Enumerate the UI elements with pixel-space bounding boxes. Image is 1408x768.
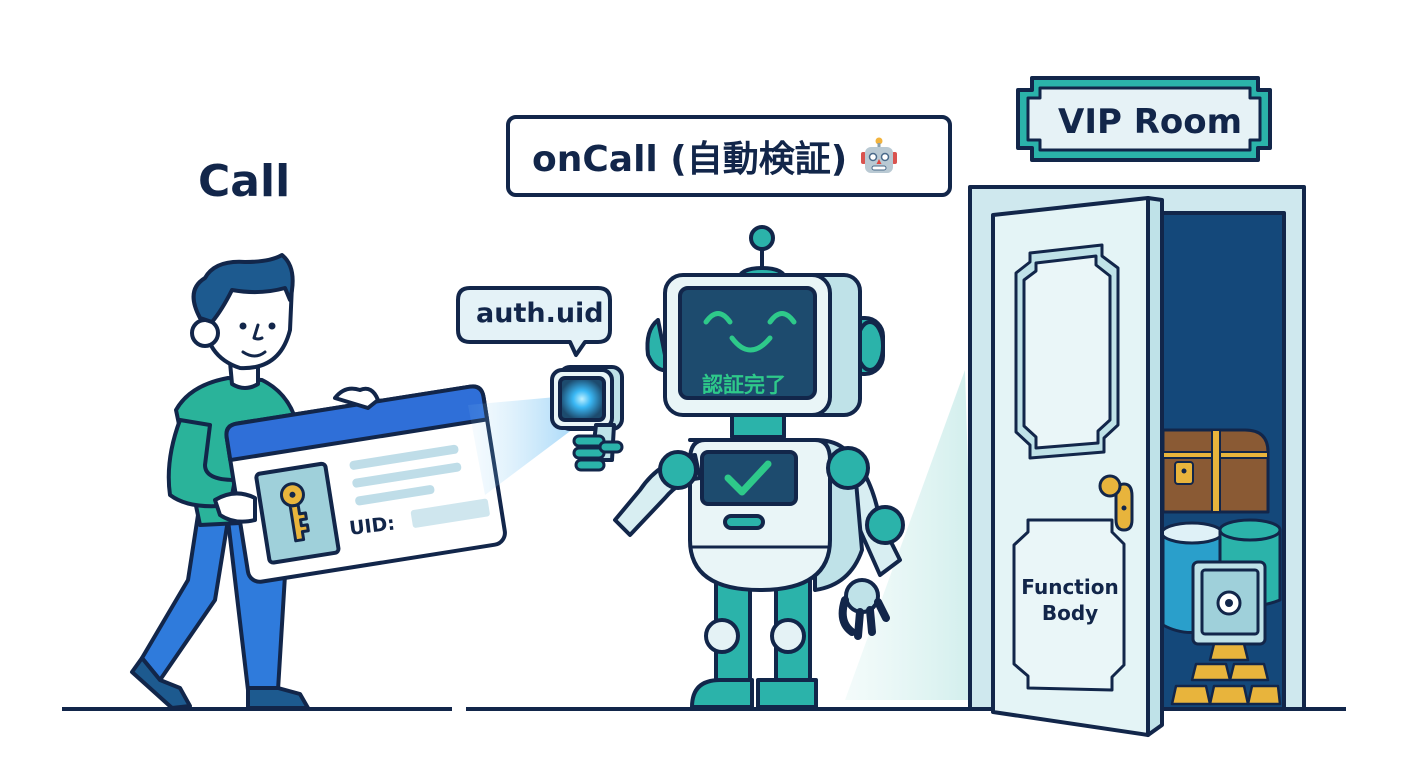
oncall-title: onCall (自動検証) (532, 139, 848, 180)
vip-room-sign (1016, 76, 1272, 162)
door-knob-icon (1098, 474, 1134, 532)
open-door (991, 196, 1164, 737)
robot-figure (550, 225, 905, 709)
light-beam (845, 370, 975, 700)
speech-bubble (456, 286, 612, 357)
checkmark-icon (724, 460, 772, 496)
safe-icon (1191, 560, 1267, 646)
treasure-chest-icon (1161, 428, 1270, 514)
auth-uid-label: auth.uid (476, 298, 604, 329)
key-icon (279, 482, 310, 543)
robot-screen-text: 認証完了 (702, 373, 786, 397)
gold-bars-icon (1170, 642, 1282, 706)
vault-contents (1160, 428, 1282, 706)
oncall-title-box: onCall (自動検証) (506, 115, 952, 197)
call-title: Call (198, 156, 291, 207)
vip-room-label: VIP Room (1058, 102, 1243, 142)
robot-face-icon (859, 136, 899, 176)
function-body-label: Function Body (1021, 575, 1119, 625)
